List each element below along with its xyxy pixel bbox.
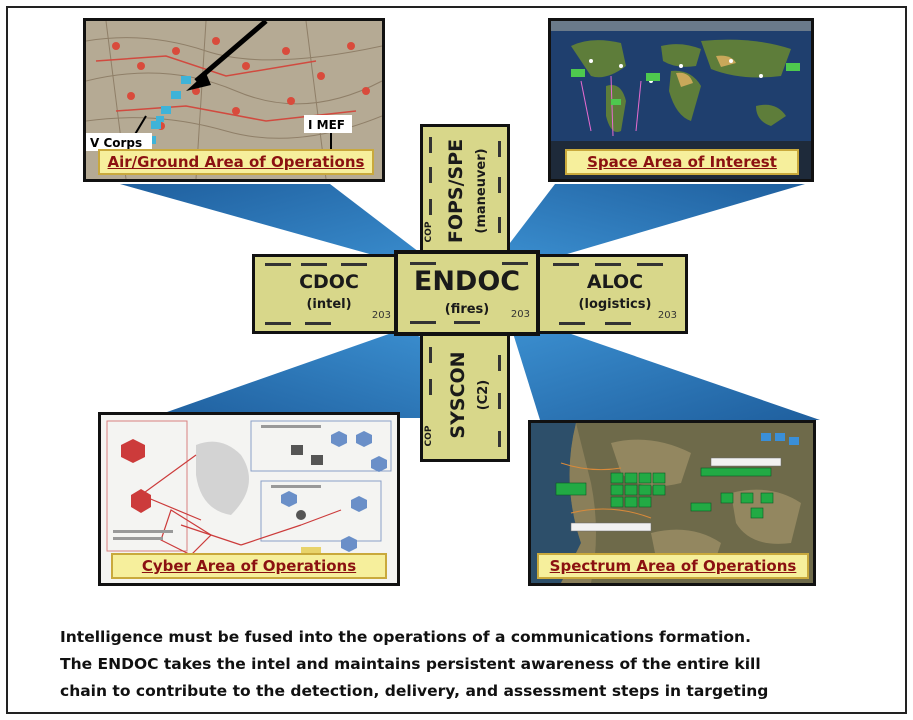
fops-spe-sublabel: (maneuver) bbox=[474, 148, 489, 234]
cyber-panel: Cyber Area of Operations bbox=[98, 412, 400, 586]
fops-spe-tag: COP bbox=[424, 221, 434, 243]
beam-top-left bbox=[120, 184, 440, 268]
figure-frame bbox=[6, 6, 907, 714]
caption-line-2: The ENDOC takes the intel and maintains … bbox=[60, 655, 761, 673]
endoc-label: ENDOC bbox=[413, 266, 521, 297]
cyber-label: Cyber Area of Operations bbox=[111, 553, 387, 579]
beam-bottom-left bbox=[150, 330, 445, 418]
spectrum-panel: Spectrum Area of Operations bbox=[528, 420, 816, 586]
i-mef-label: I MEF bbox=[308, 118, 345, 132]
beam-top-right bbox=[500, 184, 805, 262]
cdoc-sublabel: (intel) bbox=[306, 297, 352, 312]
aloc-label: ALOC bbox=[586, 271, 644, 293]
air-ground-panel: V Corps I MEF Air/Ground Area of Operati… bbox=[83, 18, 385, 182]
caption-line-3: chain to contribute to the detection, de… bbox=[60, 682, 769, 700]
endoc-room-number: 203 bbox=[510, 309, 530, 320]
endoc-sublabel: (fires) bbox=[444, 302, 490, 317]
space-panel: Space Area of Interest bbox=[548, 18, 814, 182]
air-ground-label: Air/Ground Area of Operations bbox=[98, 149, 374, 175]
aloc-room-number: 203 bbox=[657, 310, 677, 321]
spectrum-satellite-map bbox=[531, 423, 813, 583]
aloc-room: ALOC (logistics) 203 bbox=[536, 254, 688, 334]
fops-spe-room: FOPS/SPE (maneuver) COP bbox=[420, 124, 510, 258]
syscon-tag: COP bbox=[424, 425, 434, 447]
caption: Intelligence must be fused into the oper… bbox=[60, 624, 910, 705]
fops-spe-label: FOPS/SPE bbox=[445, 138, 467, 244]
v-corps-label: V Corps bbox=[90, 136, 142, 150]
endoc-room: ENDOC (fires) 203 bbox=[394, 250, 540, 336]
cdoc-room: CDOC (intel) 203 bbox=[252, 254, 400, 334]
caption-line-1: Intelligence must be fused into the oper… bbox=[60, 628, 751, 646]
spectrum-label: Spectrum Area of Operations bbox=[537, 553, 809, 579]
cdoc-label: CDOC bbox=[299, 271, 359, 293]
cdoc-room-number: 203 bbox=[371, 310, 391, 321]
syscon-sublabel: (C2) bbox=[476, 379, 491, 411]
beam-bottom-right bbox=[512, 325, 820, 420]
space-label: Space Area of Interest bbox=[565, 149, 799, 175]
aloc-sublabel: (logistics) bbox=[578, 297, 652, 312]
syscon-label: SYSCON bbox=[447, 351, 469, 439]
syscon-room: SYSCON (C2) COP bbox=[420, 330, 510, 462]
